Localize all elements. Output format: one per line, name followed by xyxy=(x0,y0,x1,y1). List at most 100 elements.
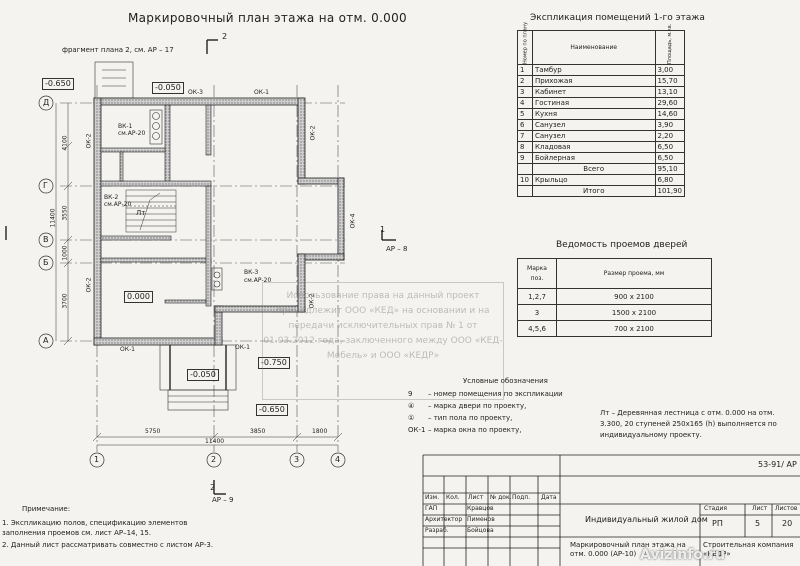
dim-bottom-1: 5750 xyxy=(145,428,161,435)
col-header: Марка поз. xyxy=(517,258,557,289)
table-cell: Крыльцо xyxy=(532,174,656,186)
stair-label: Лт xyxy=(136,209,146,217)
stamp-person: Бойцова xyxy=(467,527,494,534)
legend-item: ОК-1– марка окна по проекту, xyxy=(408,426,563,438)
inner-walls xyxy=(100,104,212,307)
stamp-sheets-value: 20 xyxy=(782,519,793,528)
table-cell: Итого xyxy=(532,185,656,197)
vk-ref: см.АР-20 xyxy=(118,130,146,137)
stamp-code: 53-91/ АР xyxy=(758,460,797,469)
rooms-table: Номер по плану Наименование Площадь, м.к… xyxy=(517,22,685,197)
table-cell: 8 xyxy=(517,141,533,153)
level-mark: -0.750 xyxy=(258,357,290,369)
outer-walls xyxy=(93,97,345,346)
table-cell: 13,10 xyxy=(654,86,685,98)
axis-letter-v: В xyxy=(43,235,49,244)
table-cell: 29,60 xyxy=(654,97,685,109)
stamp-sheet-title: Маркировочный план этажа на отм. 0.000 (… xyxy=(570,541,686,558)
site-watermark: Avizinfo.ru xyxy=(640,547,726,563)
dimension-lines xyxy=(55,103,343,446)
level-mark: -0.650 xyxy=(42,78,74,90)
window-mark: ОК-1 xyxy=(120,346,135,353)
window-mark: ОК-2 xyxy=(85,133,93,149)
rooms-table-title: Экспликация помещений 1-го этажа xyxy=(530,13,705,23)
stamp-stage-header: Стадия xyxy=(704,505,728,512)
stamp-role: ГАП xyxy=(425,505,438,512)
table-cell: Санузел xyxy=(532,130,656,142)
window-mark: ОК-2 xyxy=(85,277,93,293)
dim-left-2: 3550 xyxy=(61,205,69,221)
table-cell: 4,5,6 xyxy=(517,320,557,337)
stamp-sheet-value: 5 xyxy=(755,519,761,528)
dim-left-4: 3700 xyxy=(61,293,69,309)
stamp-person: Кравцов xyxy=(467,505,494,512)
vk-ref: см.АР-20 xyxy=(104,201,132,208)
legend-title: Условные обозначения xyxy=(463,377,548,385)
stair xyxy=(125,189,177,233)
table-cell: Кабинет xyxy=(532,86,656,98)
table-cell: Бойлерная xyxy=(532,152,656,164)
stamp-header-date: Дата xyxy=(541,494,557,501)
window-mark: ОК-1 xyxy=(235,344,250,351)
stamp-stage-value: РП xyxy=(712,519,723,528)
table-cell: 10 xyxy=(517,174,533,186)
axis-letter-g: Г xyxy=(43,181,48,190)
legend-item: 9– номер помещения по экспликации xyxy=(408,390,563,402)
stamp-sheets-header: Листов xyxy=(775,505,798,512)
axis-letter-a: А xyxy=(43,336,49,345)
note-item: 2. Данный лист рассматривать совместно с… xyxy=(2,541,214,549)
equipment xyxy=(122,109,223,291)
axis-number-4: 4 xyxy=(335,455,341,464)
table-cell: Тамбур xyxy=(532,64,656,76)
stamp-header-doc: № док. xyxy=(490,494,512,501)
section-ref-ar8: АР – 8 xyxy=(386,245,408,253)
legend-text: – тип пола по проекту, xyxy=(428,414,513,422)
table-cell: 6,50 xyxy=(654,141,685,153)
table-cell: 14,60 xyxy=(654,108,685,120)
stamp-sheet-header: Лист xyxy=(752,505,768,512)
stamp-header-kol: Кол. xyxy=(446,494,460,501)
table-cell: 95,10 xyxy=(654,163,685,175)
stamp-role: Разраб. xyxy=(425,527,449,534)
axis-number-1: 1 xyxy=(94,455,100,464)
table-cell: 3,00 xyxy=(654,64,685,76)
window-mark: ОК-2 xyxy=(309,125,317,141)
legend-symbol: ① xyxy=(408,414,415,422)
dim-left-total: 11400 xyxy=(49,208,57,228)
stamp-company: Строительная компания «КЕДР» xyxy=(703,541,794,558)
axis-letter-d: Д xyxy=(43,98,50,107)
table-cell xyxy=(517,185,533,197)
vk-ref: см.АР-20 xyxy=(244,277,272,284)
table-cell: 7 xyxy=(517,130,533,142)
table-cell: 5 xyxy=(517,108,533,120)
section-markers xyxy=(5,39,396,495)
legend-symbol: ОК-1 xyxy=(408,426,426,434)
table-cell: Гостиная xyxy=(532,97,656,109)
table-cell: 101,90 xyxy=(654,185,685,197)
doors-table-title: Ведомость проемов дверей xyxy=(556,240,688,250)
legend-text: – марка двери по проекту, xyxy=(428,402,527,410)
stamp-object: Индивидуальный жилой дом xyxy=(585,515,708,524)
legend-text: – номер помещения по экспликации xyxy=(428,390,563,398)
stamp-header-list: Лист xyxy=(468,494,484,501)
note-item: 1. Экспликацию полов, спецификацию элеме… xyxy=(2,519,188,537)
window-mark: ОК-3 xyxy=(188,89,203,96)
col-header: Наименование xyxy=(532,30,656,65)
section-number: 1 xyxy=(380,225,386,234)
section-number: 2 xyxy=(222,32,228,41)
